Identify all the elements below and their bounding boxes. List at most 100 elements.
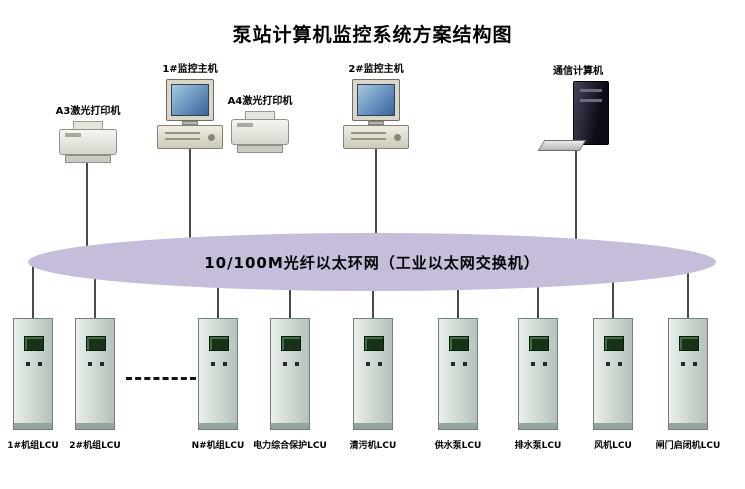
cabinet-button: [211, 362, 215, 366]
connector-cabinet-3: [217, 260, 219, 320]
cabinet-screen: [281, 336, 301, 351]
case-vent: [351, 132, 386, 134]
cabinet-water-supply-pump: 供水泵LCU: [403, 318, 513, 451]
cabinet-button: [531, 362, 535, 366]
monitor-icon: [166, 79, 214, 121]
cabinet-icon: [13, 318, 53, 430]
connector-comm-computer: [575, 146, 577, 264]
cabinet-drainage-pump: 排水泵LCU: [483, 318, 593, 451]
cabinet-button: [543, 362, 547, 366]
monitor-stand: [368, 121, 384, 125]
connector-cabinet-2: [94, 260, 96, 320]
drive-bay: [580, 99, 602, 102]
drive-bay: [580, 89, 602, 92]
connector-host-1: [189, 148, 191, 264]
cabinet-screen: [209, 336, 229, 351]
printer-panel: [237, 123, 253, 127]
monitor-icon: [352, 79, 400, 121]
device-label: 通信计算机: [553, 66, 603, 77]
cabinet-button: [366, 362, 370, 366]
cabinet-button: [283, 362, 287, 366]
device-host-1: 1#监控主机: [147, 60, 233, 149]
printer-icon: [231, 111, 289, 155]
cabinet-unit-n: N#机组LCU: [163, 318, 273, 451]
device-a3-printer: A3激光打印机: [38, 102, 138, 165]
case-power-button: [208, 134, 215, 141]
ellipsis-dashes: [126, 377, 196, 380]
diagram-title: 泵站计算机监控系统方案结构图: [232, 24, 513, 46]
cabinet-button: [463, 362, 467, 366]
case-vent: [351, 138, 386, 140]
cabinet-button: [606, 362, 610, 366]
printer-panel: [65, 133, 81, 137]
cabinet-label: 清污机LCU: [347, 438, 399, 451]
device-host-2: 2#监控主机: [333, 60, 419, 149]
printer-output-tray: [237, 145, 283, 153]
printer-icon: [59, 121, 117, 165]
cabinet-icon: [518, 318, 558, 430]
cabinet-icon: [198, 318, 238, 430]
cabinet-icon: [438, 318, 478, 430]
network-ring: 10/100M光纤以太环网（工业以太网交换机）: [28, 233, 716, 291]
keyboard-icon: [537, 140, 587, 151]
cabinet-label: 2#机组LCU: [67, 438, 123, 451]
cabinet-icon: [353, 318, 393, 430]
cabinet-screen: [24, 336, 44, 351]
tower-case: [573, 81, 609, 145]
device-a4-printer: A4激光打印机: [216, 92, 304, 155]
cabinet-unit-1: 1#机组LCU: [0, 318, 88, 451]
connector-cabinet-9: [687, 260, 689, 320]
cabinet-button: [38, 362, 42, 366]
cabinet-button: [26, 362, 30, 366]
cabinet-screen: [679, 336, 699, 351]
desktop-case-icon: [343, 125, 409, 149]
connector-a3-printer: [86, 162, 88, 264]
device-label: 2#监控主机: [348, 64, 404, 75]
connector-host-2: [375, 148, 377, 264]
cabinet-label: 闸门启闭机LCU: [653, 438, 723, 451]
cabinet-gate-hoist: 闸门启闭机LCU: [633, 318, 743, 451]
cabinet-screen: [364, 336, 384, 351]
cabinet-button: [223, 362, 227, 366]
cabinet-unit-2: 2#机组LCU: [40, 318, 150, 451]
cabinet-label: 1#机组LCU: [5, 438, 61, 451]
cabinet-screen: [604, 336, 624, 351]
tower-computer-icon: [537, 81, 619, 153]
monitor-stand: [182, 121, 198, 125]
cabinet-screen: [449, 336, 469, 351]
case-power-button: [394, 134, 401, 141]
cabinet-button: [618, 362, 622, 366]
cabinet-button: [681, 362, 685, 366]
cabinet-label: 供水泵LCU: [432, 438, 484, 451]
cabinet-screen: [529, 336, 549, 351]
cabinet-label: 风机LCU: [592, 438, 634, 451]
connector-cabinet-7: [537, 260, 539, 320]
network-label: 10/100M光纤以太环网（工业以太网交换机）: [204, 253, 540, 272]
printer-body: [231, 119, 289, 145]
cabinet-button: [100, 362, 104, 366]
cabinet-button: [451, 362, 455, 366]
cabinet-icon: [270, 318, 310, 430]
case-vent: [165, 138, 200, 140]
monitor-screen: [357, 84, 395, 116]
connector-cabinet-8: [612, 260, 614, 320]
desktop-case-icon: [157, 125, 223, 149]
cabinet-icon: [593, 318, 633, 430]
connector-cabinet-1: [32, 260, 34, 320]
cabinet-icon: [668, 318, 708, 430]
device-comm-computer: 通信计算机: [530, 62, 626, 153]
cabinet-label: 排水泵LCU: [512, 438, 564, 451]
cabinet-button: [693, 362, 697, 366]
cabinet-button: [378, 362, 382, 366]
cabinet-trash-cleaner: 清污机LCU: [318, 318, 428, 451]
device-label: A3激光打印机: [55, 106, 121, 117]
cabinet-fan: 风机LCU: [558, 318, 668, 451]
printer-output-tray: [65, 155, 111, 163]
cabinet-icon: [75, 318, 115, 430]
workstation-icon: [157, 79, 223, 149]
device-label: A4激光打印机: [227, 96, 293, 107]
cabinet-button: [88, 362, 92, 366]
case-vent: [165, 132, 200, 134]
cabinet-label: N#机组LCU: [189, 438, 247, 451]
